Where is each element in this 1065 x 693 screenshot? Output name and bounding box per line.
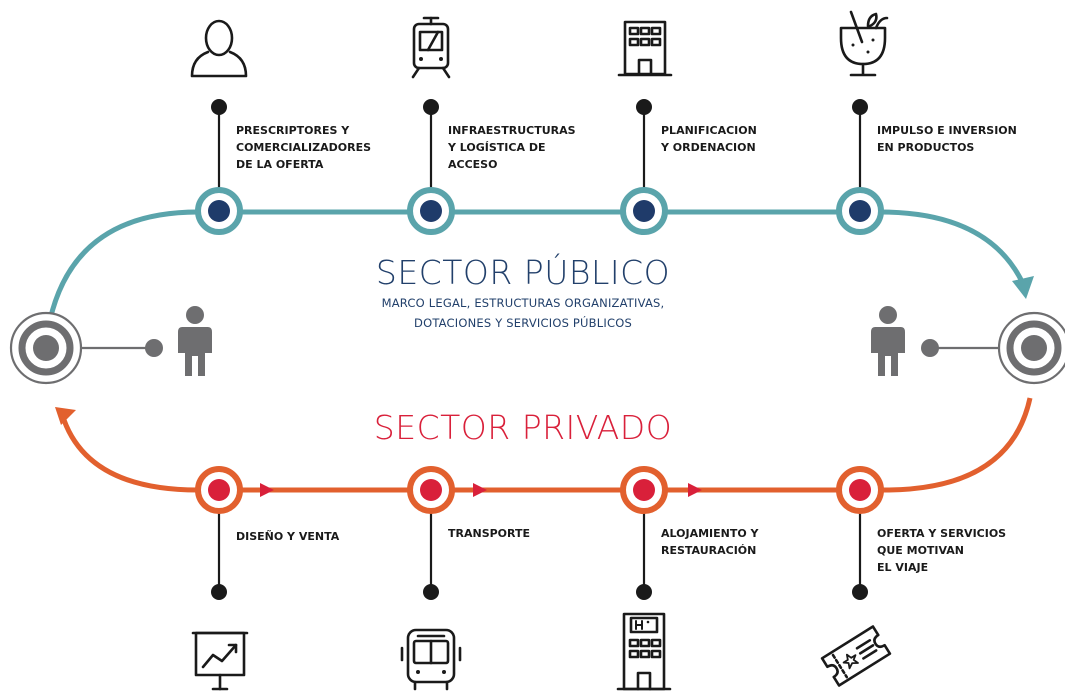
- train-icon: [411, 16, 451, 79]
- presentation-chart-icon: [191, 631, 249, 691]
- public-node-2[interactable]: [407, 187, 455, 235]
- public-connectors: [217, 107, 862, 190]
- private-node-1-label: DISEÑO Y VENTA: [236, 530, 340, 543]
- public-node-1-label: PRESCRIPTORES Y COMERCIALIZADORES DE LA …: [236, 124, 375, 171]
- endpoint-left-dot: [145, 339, 163, 357]
- public-node-4[interactable]: [836, 187, 884, 235]
- ticket-icon: [820, 625, 892, 687]
- private-node-2[interactable]: [407, 466, 455, 514]
- endpoint-left[interactable]: [9, 311, 83, 385]
- public-sector-title: SECTOR PÚBLICO: [376, 252, 670, 292]
- public-track-arrowhead: [1012, 276, 1034, 299]
- public-node-3-label: PLANIFICACION Y ORDENACION: [660, 124, 761, 154]
- private-track-line: [59, 397, 1033, 493]
- private-node-3-label: ALOJAMIENTO Y RESTAURACIÓN: [661, 527, 762, 557]
- private-node-3[interactable]: [620, 466, 668, 514]
- endpoint-right-dot: [921, 339, 939, 357]
- hotel-icon: [616, 612, 672, 691]
- flow-arrow-1: [260, 483, 274, 497]
- cocktail-icon: [839, 10, 889, 77]
- public-node-3[interactable]: [620, 187, 668, 235]
- flow-arrow-2: [473, 483, 487, 497]
- public-connector-dots: [211, 99, 868, 115]
- private-node-1[interactable]: [195, 466, 243, 514]
- public-sector-subtitle-line2: DOTACIONES Y SERVICIOS PÚBLICOS: [414, 315, 632, 330]
- private-connectors: [217, 512, 862, 592]
- building-icon: [617, 20, 673, 77]
- person-icon: [190, 19, 248, 78]
- private-sector-title: SECTOR PRIVADO: [374, 408, 672, 447]
- flow-arrow-3: [688, 483, 702, 497]
- private-connector-dots: [211, 584, 868, 600]
- traveler-icon: [178, 306, 212, 376]
- public-node-1[interactable]: [195, 187, 243, 235]
- private-node-4[interactable]: [836, 466, 884, 514]
- public-node-4-label: IMPULSO E INVERSION EN PRODUCTOS: [877, 124, 1021, 154]
- private-node-2-label: TRANSPORTE: [448, 527, 530, 540]
- traveler-icon: [871, 306, 905, 376]
- public-node-2-label: INFRAESTRUCTURAS Y LOGÍSTICA DE ACCESO: [447, 124, 579, 171]
- private-node-4-label: OFERTA Y SERVICIOS QUE MOTIVAN EL VIAJE: [877, 527, 1010, 574]
- bus-icon: [400, 628, 462, 691]
- private-track-arrowhead: [55, 407, 76, 425]
- endpoint-right[interactable]: [997, 311, 1065, 385]
- public-sector-subtitle-line1: MARCO LEGAL, ESTRUCTURAS ORGANIZATIVAS,: [382, 296, 665, 310]
